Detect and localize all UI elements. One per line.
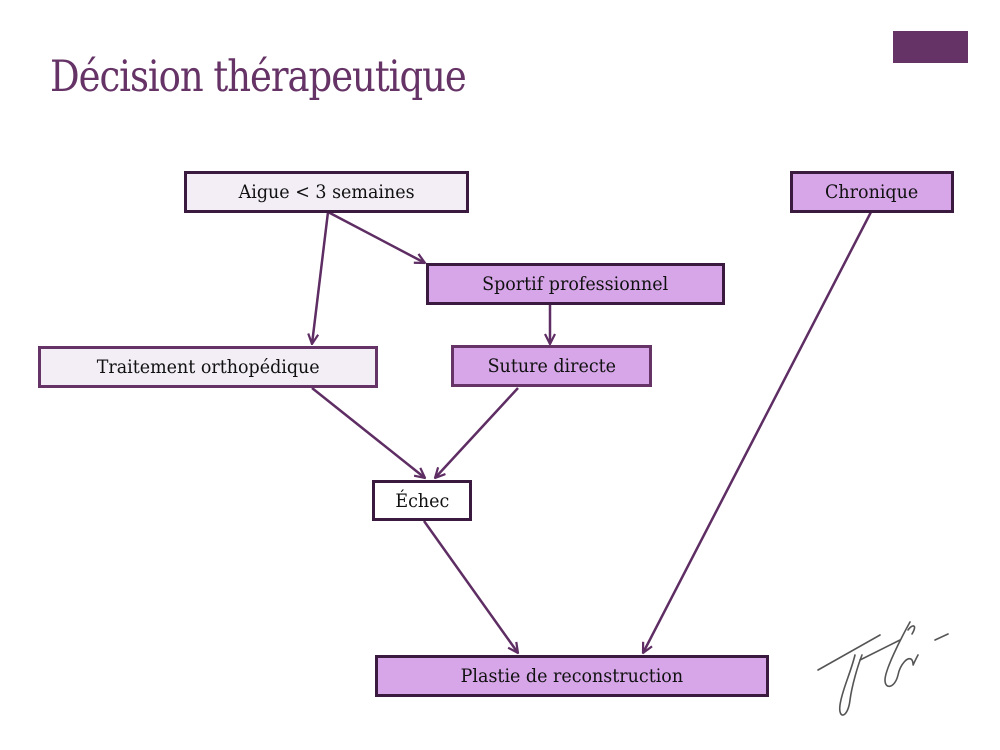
node-traitement-label: Traitement orthopédique: [96, 356, 320, 378]
node-plastie: Plastie de reconstruction: [375, 655, 769, 697]
node-suture-label: Suture directe: [487, 355, 616, 377]
node-sportif: Sportif professionnel: [426, 263, 725, 305]
edge-traitement-echec: [311, 387, 425, 478]
node-suture: Suture directe: [451, 345, 652, 387]
node-traitement: Traitement orthopédique: [38, 346, 378, 388]
edge-chronique-plastie: [643, 211, 873, 653]
node-sportif-label: Sportif professionnel: [482, 273, 669, 295]
node-echec-label: Échec: [395, 489, 449, 512]
node-plastie-label: Plastie de reconstruction: [460, 665, 684, 687]
edge-suture-echec: [435, 387, 519, 478]
edge-echec-plastie: [422, 520, 518, 653]
signature-icon: [817, 621, 949, 716]
node-echec: Échec: [372, 480, 472, 521]
node-aigue: Aigue < 3 semaines: [184, 171, 469, 213]
node-chronique-label: Chronique: [825, 181, 919, 203]
node-aigue-label: Aigue < 3 semaines: [238, 181, 415, 203]
slide-title: Décision thérapeutique: [50, 52, 467, 102]
edge-aigue-traitement: [312, 211, 330, 344]
edge-aigue-sportif: [327, 210, 425, 263]
node-chronique: Chronique: [790, 171, 954, 213]
corner-accent-square: [893, 31, 968, 63]
